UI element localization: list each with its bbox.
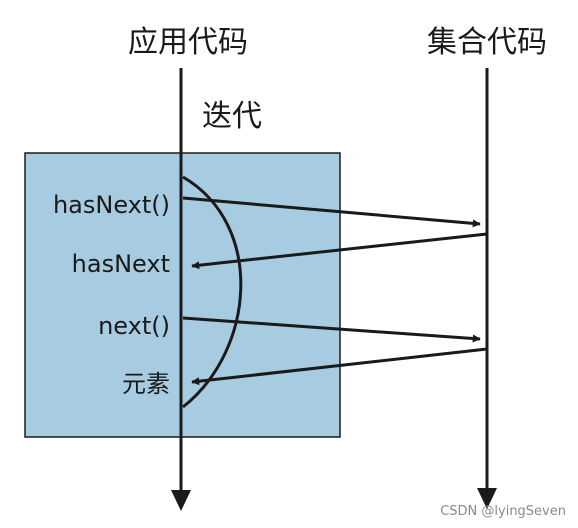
app-lifeline-arrowhead xyxy=(171,490,191,511)
app-lane-title: 应用代码 xyxy=(128,25,248,60)
arrow-element-result xyxy=(191,347,488,386)
collection-lane-title: 集合代码 xyxy=(427,25,547,60)
arrow-has-next-call xyxy=(182,196,481,228)
arrow-has-next-result xyxy=(191,232,488,270)
has-next-call-label: hasNext() xyxy=(53,191,170,219)
arrow-next-call xyxy=(182,316,481,343)
element-result-label: 元素 xyxy=(122,370,170,398)
watermark: CSDN @lyingSeven xyxy=(440,504,566,519)
next-call-label: next() xyxy=(98,312,170,340)
has-next-result-label: hasNext xyxy=(72,250,170,278)
collection-lifeline-arrowhead xyxy=(477,488,497,509)
iteration-label: 迭代 xyxy=(202,99,262,134)
